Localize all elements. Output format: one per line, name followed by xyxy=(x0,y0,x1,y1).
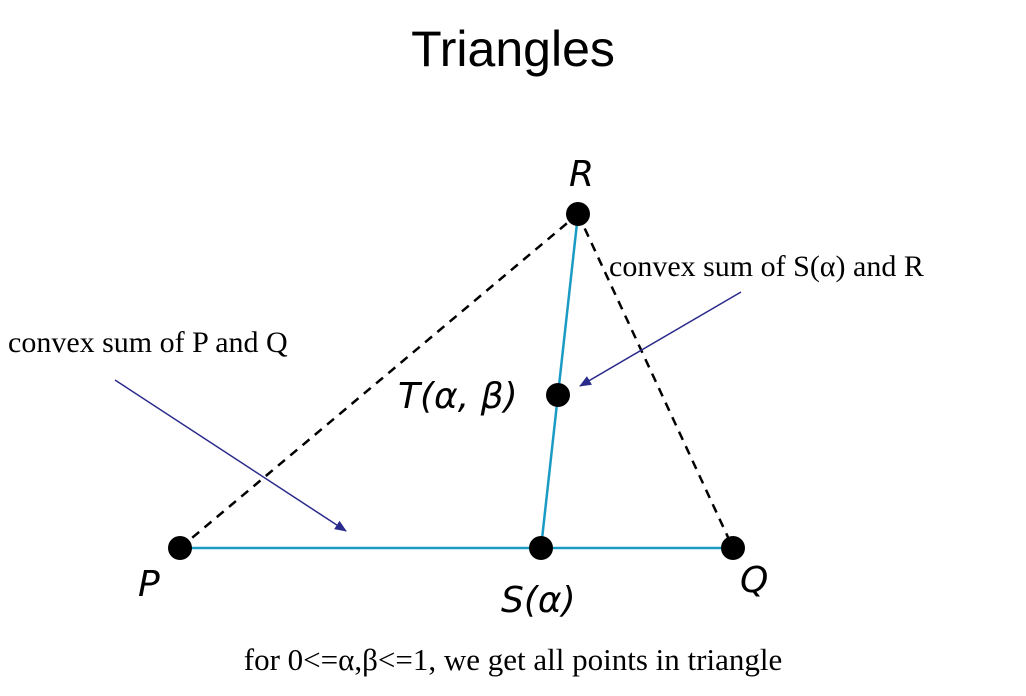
label-t: T(α, β) xyxy=(398,376,518,417)
point-s xyxy=(529,536,553,560)
edge-rq-dashed xyxy=(576,213,735,549)
point-q xyxy=(721,536,745,560)
slide-caption: for 0<=α,β<=1, we get all points in tria… xyxy=(243,642,783,677)
edge-pr-dashed xyxy=(179,213,579,549)
arrow-pq-annotation xyxy=(114,379,347,532)
slide-title: Triangles xyxy=(411,21,615,77)
annotation-pq: convex sum of P and Q xyxy=(8,326,288,359)
annotation-sr: convex sum of S(α) and R xyxy=(609,250,924,283)
label-s: S(α) xyxy=(501,580,576,621)
point-r xyxy=(566,202,590,226)
arrow-sr-annotation xyxy=(579,291,742,387)
label-r: R xyxy=(569,154,594,195)
point-p xyxy=(168,536,192,560)
label-q: Q xyxy=(740,560,768,601)
label-p: P xyxy=(138,564,160,605)
point-t xyxy=(546,383,570,407)
edge-sr-solid xyxy=(539,213,580,549)
